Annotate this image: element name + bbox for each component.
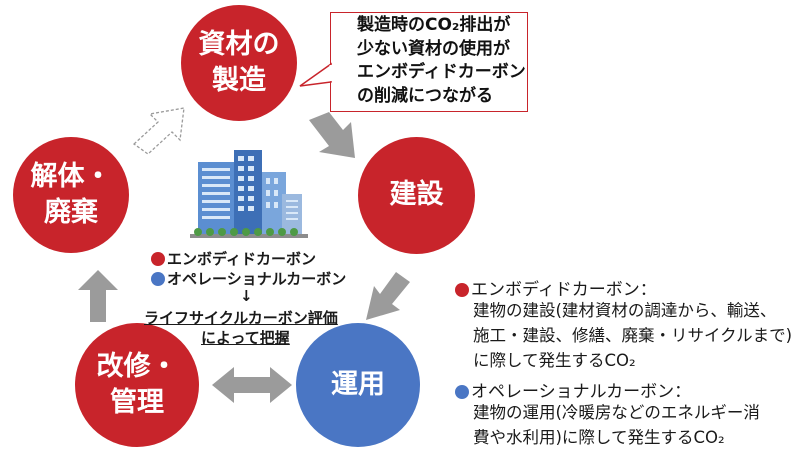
red-dot-icon <box>151 252 165 266</box>
construction-circle: 建設 <box>358 137 475 254</box>
operation-circle: 運用 <box>296 323 420 447</box>
legend-embodied-label: エンボディドカーボン <box>167 250 316 268</box>
legend-embodied: エンボディドカーボン <box>151 248 316 269</box>
blue-dot-icon <box>151 272 165 286</box>
legend-operational-label: オペレーショナルカーボン <box>167 270 347 288</box>
lca-line-2: によって把握 <box>201 329 290 347</box>
arrow-icon <box>309 112 355 158</box>
materials-circle: 資材の 製造 <box>181 5 297 121</box>
demolition-circle: 解体・ 廃棄 <box>13 137 129 253</box>
blue-dot-icon <box>455 385 469 399</box>
building-icon <box>190 150 308 238</box>
legend-operational: オペレーショナルカーボン <box>151 268 346 289</box>
callout-text: 製造時のCO₂排出が 少ない資材の使用が エンボディドカーボン の削減につながる <box>357 15 526 106</box>
def-embodied-title-text: エンボディドカーボン： <box>471 280 657 300</box>
def-operational-title: オペレーショナルカーボン： <box>455 377 691 402</box>
arrow-icon <box>366 272 410 320</box>
renovation-circle: 改修・ 管理 <box>75 323 199 447</box>
def-embodied-body: 建物の建設(建材資材の調達から、輸送、 施工・建設、修繕、廃棄・リサイクルまで)… <box>473 301 793 370</box>
red-dot-icon <box>455 283 469 297</box>
arrow-icon <box>78 270 118 322</box>
down-arrow-text: ↓ <box>240 287 253 305</box>
dashed-arrow-icon <box>132 107 185 155</box>
lca-line-1: ライフサイクルカーボン評価 <box>144 309 338 327</box>
def-embodied-title: エンボディドカーボン： <box>455 275 657 300</box>
def-operational-title-text: オペレーショナルカーボン： <box>471 382 692 402</box>
def-operational-body: 建物の運用(冷暖房などのエネルギー消 費や水利用)に際して発生するCO₂ <box>473 403 760 447</box>
callout-box <box>330 12 528 112</box>
double-arrow-icon <box>212 367 292 403</box>
